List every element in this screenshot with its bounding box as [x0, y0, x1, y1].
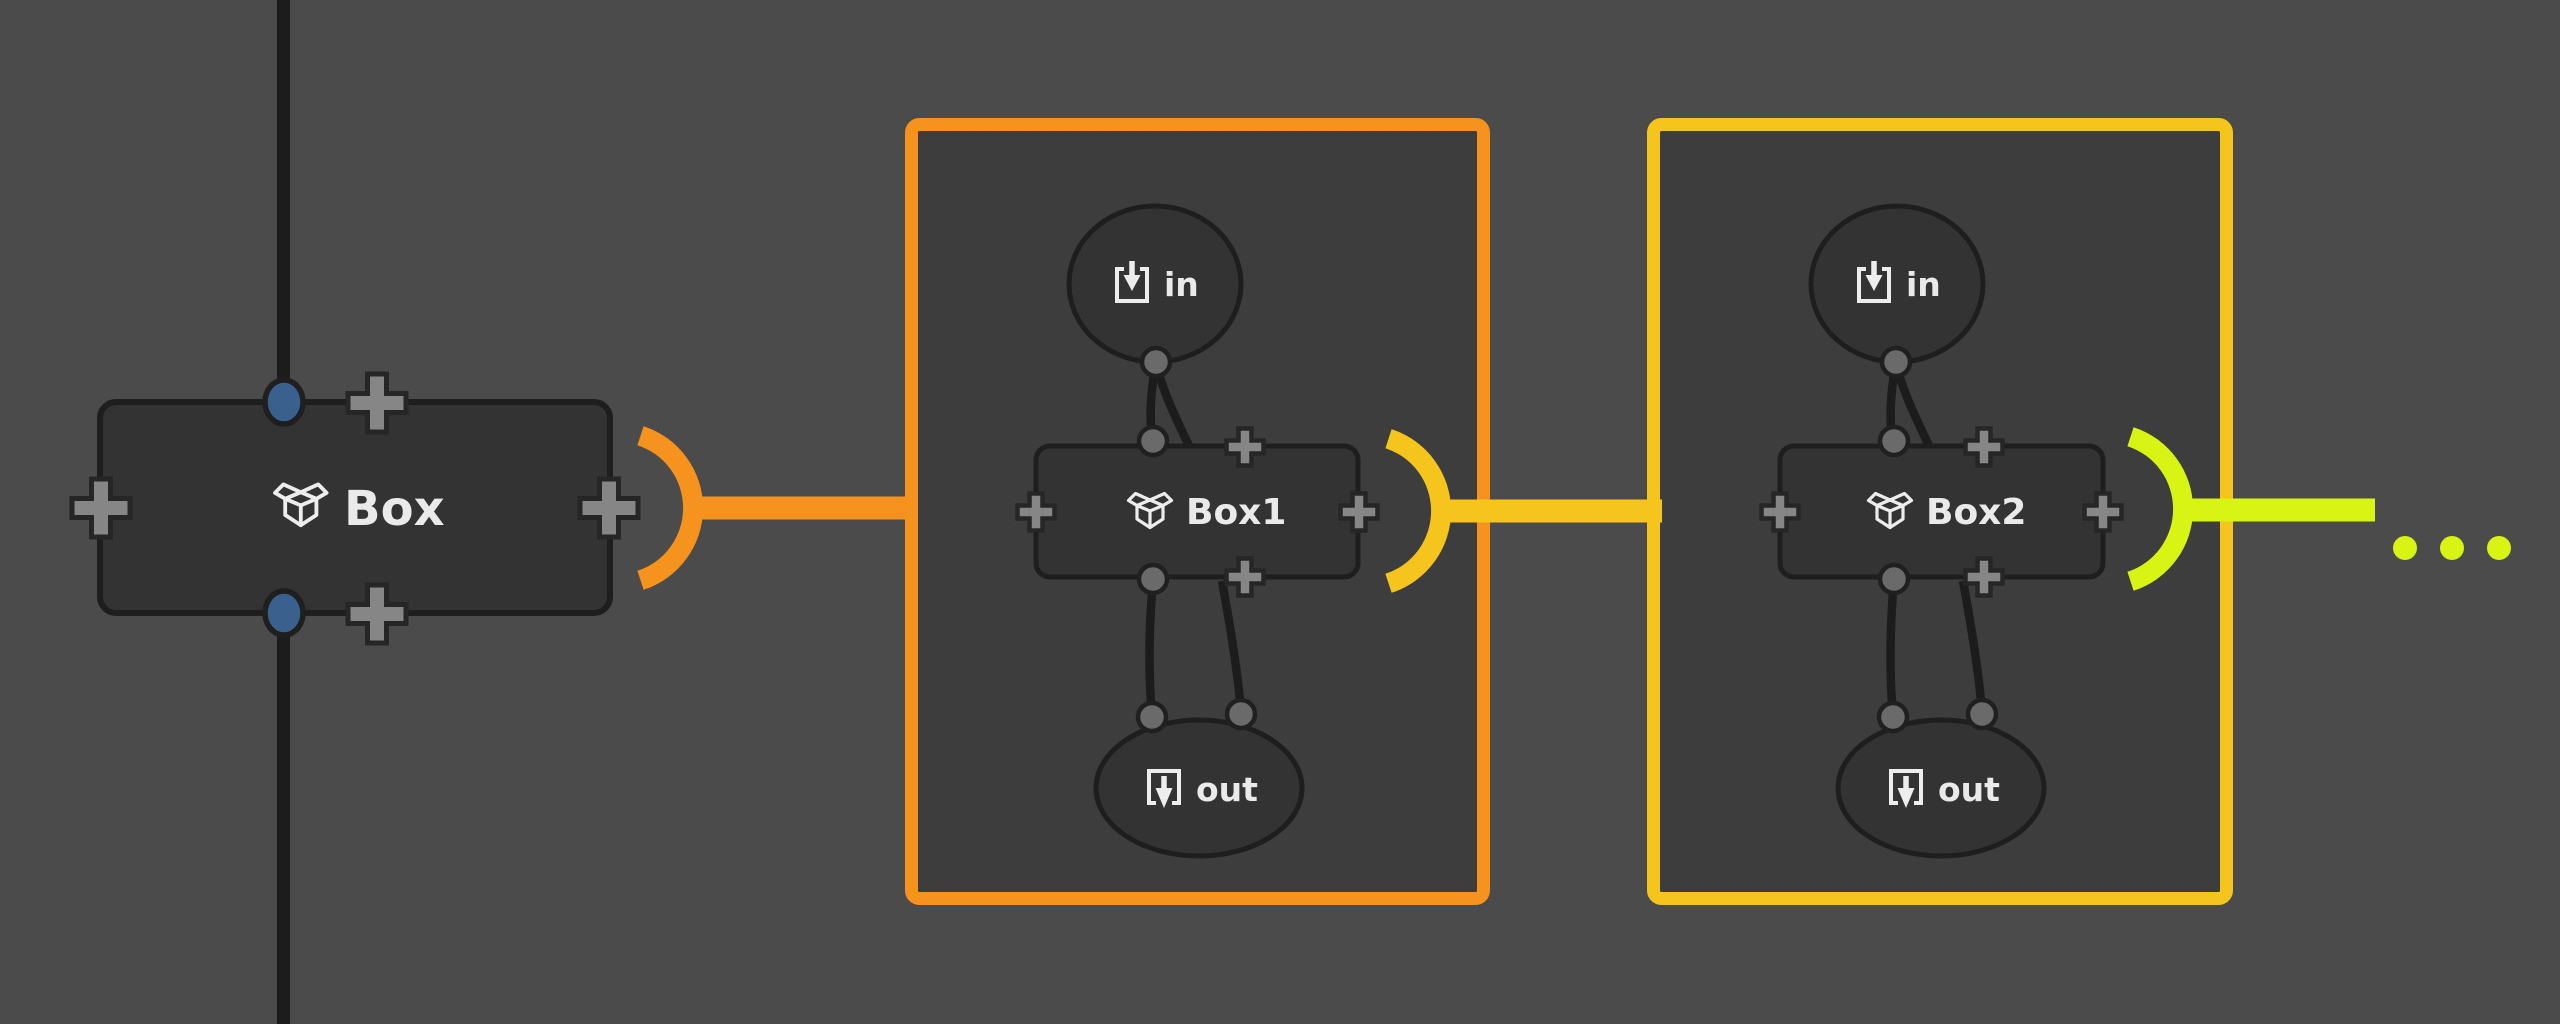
box2-output-cap[interactable] — [2127, 427, 2194, 591]
port-box-bottom-blue[interactable] — [265, 591, 303, 635]
ellipsis-dot-3 — [2487, 536, 2511, 560]
node-out-2[interactable]: out — [1835, 717, 2047, 859]
box1-output-cap[interactable] — [1385, 429, 1452, 593]
port-out1-top-left[interactable] — [1138, 703, 1166, 731]
edge-box1-to-out-a[interactable] — [1145, 580, 1158, 716]
link-box2-to-more[interactable] — [2192, 498, 2375, 522]
port-box1-top[interactable] — [1139, 427, 1167, 455]
node-out-1[interactable]: out — [1093, 717, 1305, 859]
link-box-to-container1[interactable] — [700, 496, 918, 520]
node-box2[interactable]: Box2 — [1777, 443, 2106, 580]
node-box1-label: Box1 — [1186, 492, 1286, 533]
box-output-cap[interactable] — [637, 426, 704, 590]
link-box1-to-container2[interactable] — [1448, 499, 1662, 523]
node-box2-label: Box2 — [1926, 492, 2026, 533]
node-out-1-label: out — [1196, 770, 1258, 809]
node-in-2-label: in — [1906, 265, 1941, 304]
node-box1[interactable]: Box1 — [1033, 443, 1361, 580]
port-out2-top-left[interactable] — [1879, 703, 1907, 731]
node-in-1[interactable]: in — [1066, 203, 1244, 365]
ellipsis-dot-2 — [2440, 536, 2464, 560]
port-out2-top-right[interactable] — [1968, 700, 1996, 728]
node-in-2[interactable]: in — [1808, 203, 1986, 365]
port-out1-top-right[interactable] — [1227, 700, 1255, 728]
port-box1-bottom[interactable] — [1139, 565, 1167, 593]
port-in2-bottom[interactable] — [1882, 348, 1910, 376]
edge-box2-to-out-a[interactable] — [1886, 580, 1899, 716]
node-in-1-label: in — [1164, 265, 1199, 304]
node-out-2-label: out — [1938, 770, 2000, 809]
port-box2-top[interactable] — [1880, 427, 1908, 455]
more-nodes-indicator — [2393, 536, 2511, 560]
port-box2-bottom[interactable] — [1880, 565, 1908, 593]
port-in1-bottom[interactable] — [1142, 348, 1170, 376]
ellipsis-dot-1 — [2393, 536, 2417, 560]
port-box-top-blue[interactable] — [265, 380, 303, 424]
node-box-label: Box — [344, 481, 445, 537]
node-box[interactable]: Box — [97, 399, 613, 616]
